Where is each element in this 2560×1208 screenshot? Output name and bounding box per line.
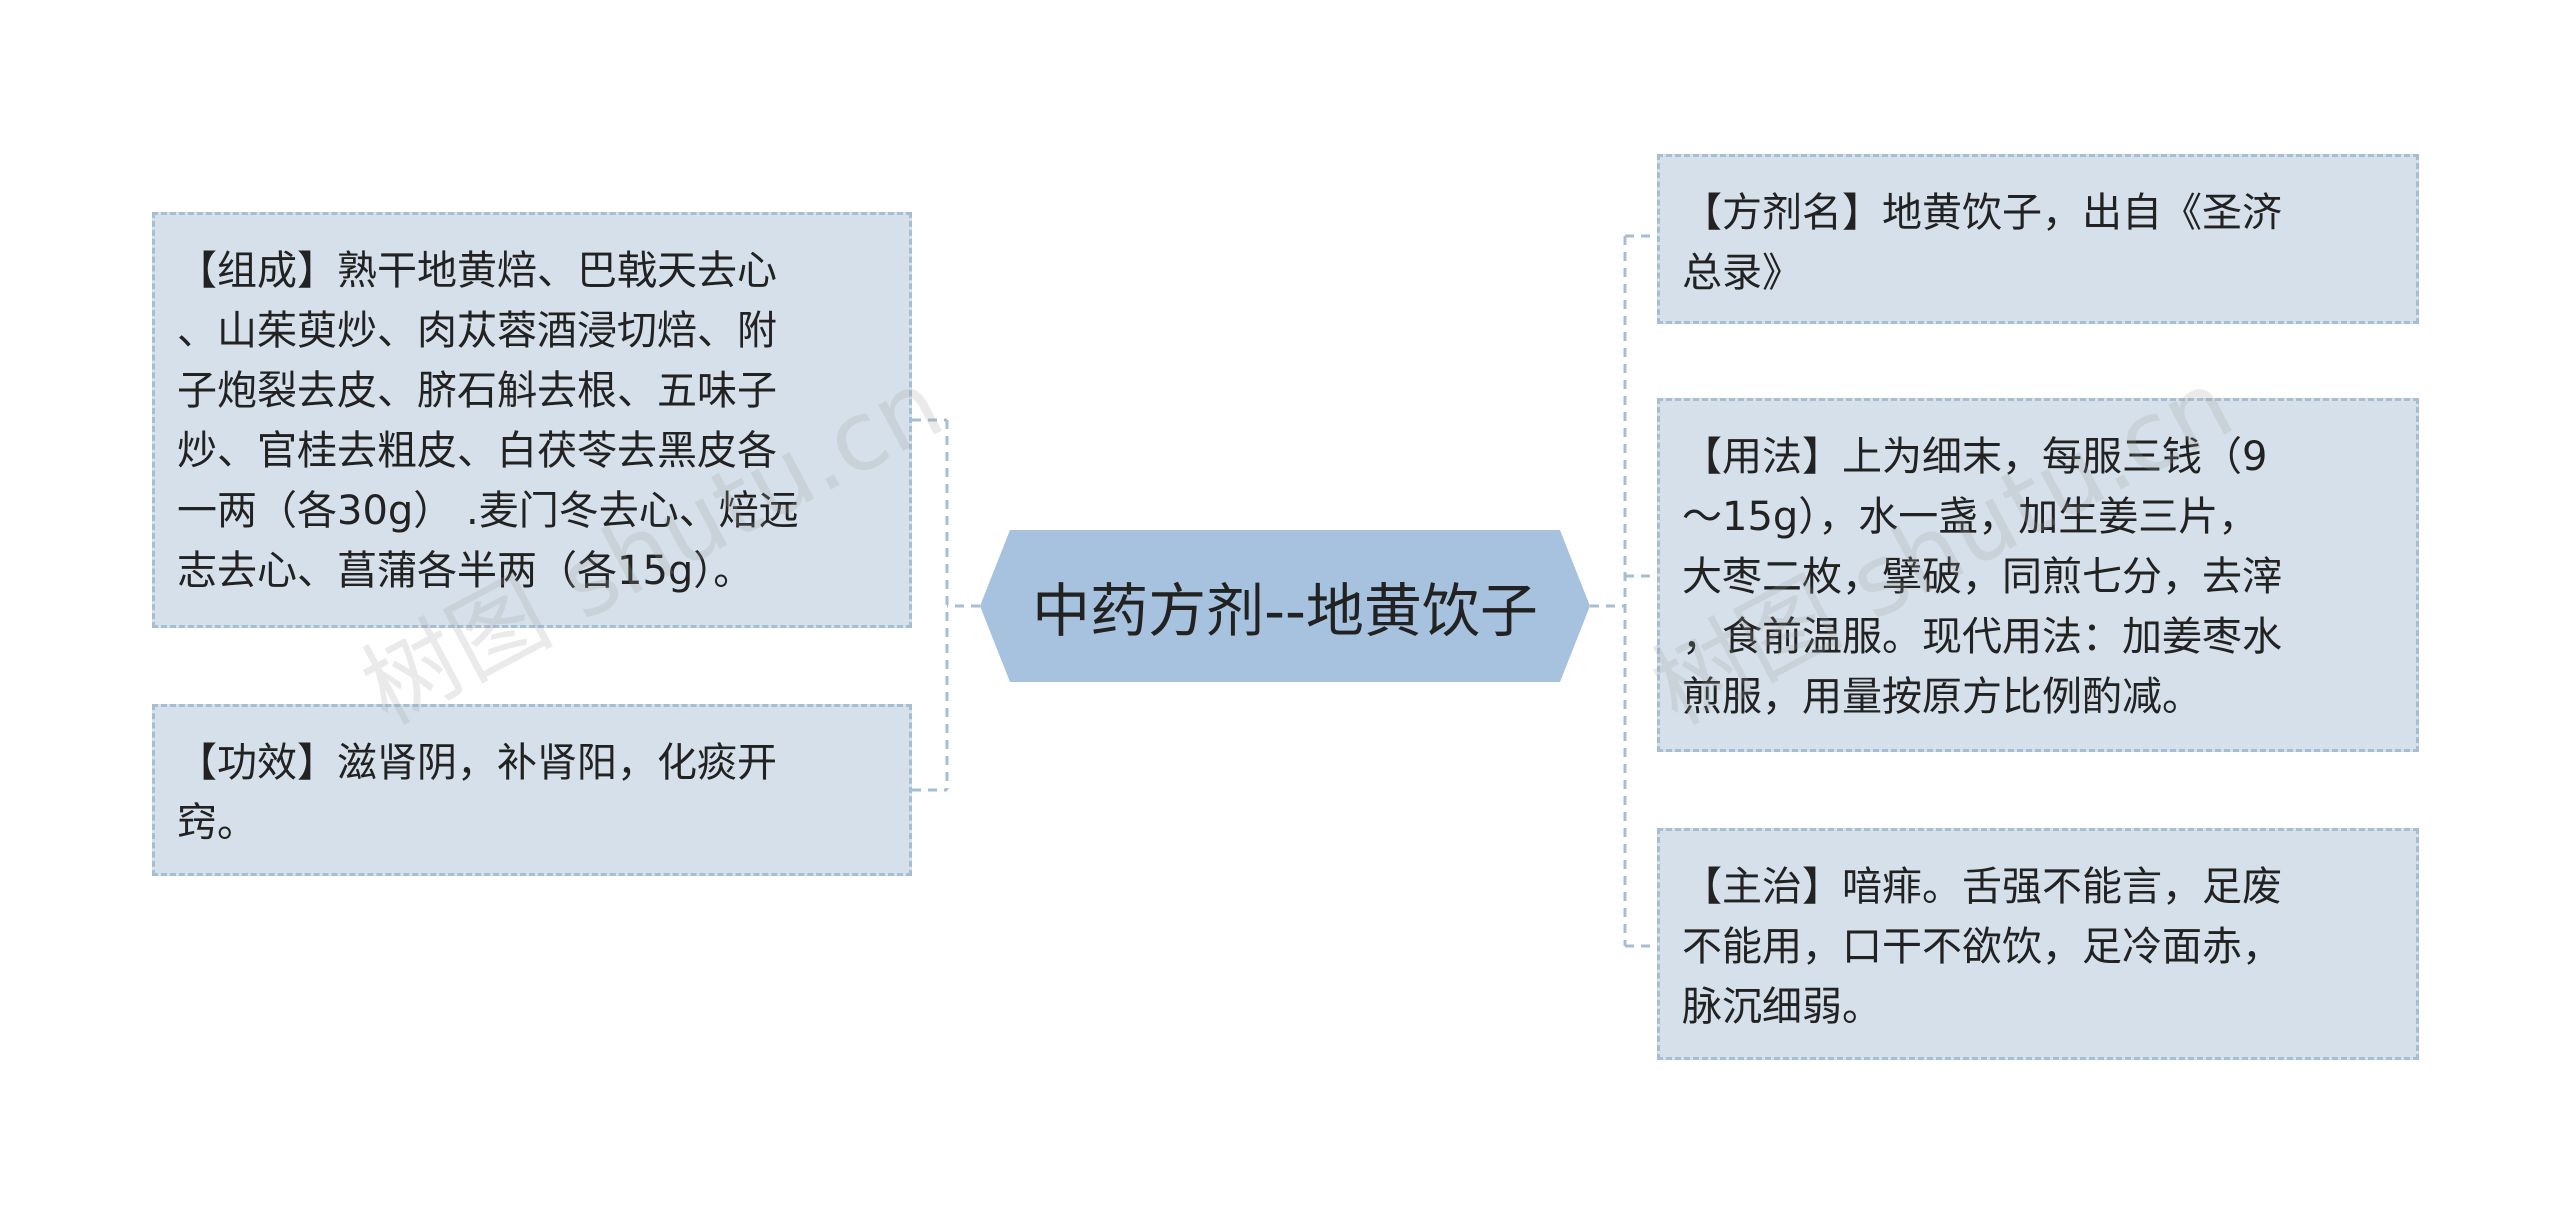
usage-node[interactable]: 【用法】上为细末，每服三钱（9 ～15g），水一盏，加生姜三片， 大枣二枚，擘破… <box>1657 398 2419 752</box>
center-topic-label: 中药方剂--地黄饮子 <box>1032 577 1538 645</box>
center-topic[interactable]: 中药方剂--地黄饮子 <box>980 530 1590 682</box>
indication-node[interactable]: 【主治】喑痱。舌强不能言，足废 不能用，口干不欲饮，足冷面赤， 脉沉细弱。 <box>1657 828 2419 1060</box>
efficacy-node[interactable]: 【功效】滋肾阴，补肾阳，化痰开 窍。 <box>152 704 912 876</box>
center-hexagon-shape <box>980 530 1590 682</box>
formula-name-node[interactable]: 【方剂名】地黄饮子，出自《圣济 总录》 <box>1657 154 2419 324</box>
composition-node[interactable]: 【组成】熟干地黄焙、巴戟天去心 、山茱萸炒、肉苁蓉酒浸切焙、附 子炮裂去皮、脐石… <box>152 212 912 628</box>
